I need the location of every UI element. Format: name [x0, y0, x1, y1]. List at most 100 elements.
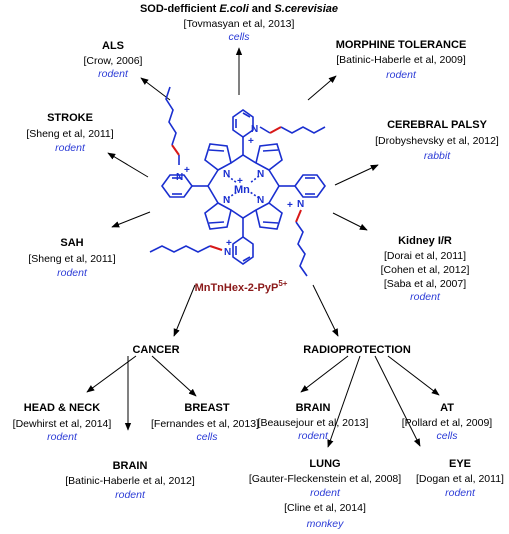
node-sah-model: rodent	[57, 267, 88, 279]
node-morphine: MORPHINE TOLERANCE [Batinic-Haberle et a…	[336, 39, 467, 81]
node-sod: SOD-defficient E.coli and S.cerevisiae […	[140, 3, 338, 43]
node-brain-cancer-ref: [Batinic-Haberle et al, 2012]	[65, 475, 195, 487]
arrow-to-kidney	[332, 212, 368, 231]
pyridinium-bottom	[232, 218, 254, 265]
atom-n-left: N	[176, 172, 183, 183]
arrow-to-breast	[151, 355, 197, 397]
node-als: ALS [Crow, 2006] rodent	[84, 40, 143, 80]
node-kidney: Kidney I/R [Dorai et al, 2011] [Cohen et…	[381, 235, 470, 303]
node-radioprotection-title: RADIOPROTECTION	[303, 344, 411, 356]
node-morphine-title: MORPHINE TOLERANCE	[336, 39, 467, 51]
node-breast-model: cells	[196, 431, 218, 443]
node-eye-title: EYE	[449, 458, 471, 470]
node-brain-cancer-title: BRAIN	[113, 460, 148, 472]
arrow-to-stroke	[107, 152, 149, 178]
node-stroke-title: STROKE	[47, 112, 93, 124]
node-brain-cancer-model: rodent	[115, 489, 146, 501]
node-kidney-ref-2: [Cohen et al, 2012]	[381, 264, 470, 276]
node-lung-model: rodent	[310, 487, 341, 499]
node-morphine-ref: [Batinic-Haberle et al, 2009]	[336, 54, 466, 66]
arrow-to-headneck	[86, 355, 137, 393]
pyridinium-top	[232, 109, 254, 155]
charge-top: +	[248, 136, 254, 147]
node-kidney-ref-3: [Saba et al, 2007]	[384, 278, 466, 290]
arrow-to-cancer	[173, 284, 196, 337]
arrow-to-morphine	[307, 75, 337, 101]
node-eye-ref: [Dogan et al, 2011]	[416, 473, 504, 485]
node-lung-model-2: monkey	[307, 518, 345, 530]
node-als-title: ALS	[102, 40, 124, 52]
charge-left: +	[184, 165, 190, 176]
node-sod-ref: [Tovmasyan et al, 2013]	[184, 18, 295, 30]
node-brain-cancer: BRAIN [Batinic-Haberle et al, 2012] rode…	[65, 460, 195, 501]
pyridinium-right	[279, 174, 326, 198]
node-breast: BREAST [Fernandes et al, 2013] cells	[151, 402, 259, 443]
node-breast-title: BREAST	[184, 402, 230, 414]
node-als-ref: [Crow, 2006]	[84, 55, 143, 67]
pyridinium-left	[161, 174, 208, 198]
node-brain-radio-ref: [Beausejour et al, 2013]	[258, 417, 369, 429]
atom-n-1: N	[223, 169, 230, 180]
node-sod-title: SOD-defficient E.coli and S.cerevisiae	[140, 3, 338, 15]
node-cerebral-title: CEREBRAL PALSY	[387, 119, 487, 131]
charge-right: +	[287, 200, 293, 211]
atom-n-4: N	[257, 195, 264, 206]
node-brain-radio-title: BRAIN	[296, 402, 331, 414]
compound-name: MnTnHex-2-PyP5+	[195, 279, 288, 294]
node-breast-ref: [Fernandes et al, 2013]	[151, 418, 259, 430]
node-stroke-model: rodent	[55, 142, 86, 154]
atom-n-top: N	[251, 124, 258, 135]
node-cerebral: CEREBRAL PALSY [Drobyshevsky et al, 2012…	[375, 119, 499, 162]
node-brain-radio: BRAIN [Beausejour et al, 2013] rodent	[258, 402, 369, 442]
node-headneck: HEAD & NECK [Dewhirst et al, 2014] roden…	[13, 402, 112, 443]
node-stroke-ref: [Sheng et al, 2011]	[26, 128, 113, 140]
node-at-model: cells	[436, 430, 458, 442]
node-cerebral-model: rabbit	[424, 150, 451, 162]
node-stroke: STROKE [Sheng et al, 2011] rodent	[26, 112, 113, 154]
node-radioprotection: RADIOPROTECTION	[303, 344, 411, 356]
atom-n-3: N	[223, 195, 230, 206]
atom-n-2: N	[257, 169, 264, 180]
node-als-model: rodent	[98, 68, 129, 80]
node-cancer-title: CANCER	[132, 344, 179, 356]
node-morphine-model: rodent	[386, 69, 417, 81]
node-at: AT [Pollard et al, 2009] cells	[402, 402, 493, 442]
node-eye: EYE [Dogan et al, 2011] rodent	[416, 458, 504, 499]
node-sah: SAH [Sheng et al, 2011] rodent	[28, 237, 115, 279]
node-lung-ref: [Gauter-Fleckenstein et al, 2008]	[249, 473, 401, 485]
atom-mn: Mn	[234, 184, 250, 196]
node-lung: LUNG [Gauter-Fleckenstein et al, 2008] r…	[249, 458, 401, 530]
node-sod-model: cells	[228, 31, 250, 43]
node-at-ref: [Pollard et al, 2009]	[402, 417, 493, 429]
atom-n-bottom: N	[224, 247, 231, 258]
arrow-to-lung	[327, 355, 361, 448]
node-lung-title: LUNG	[309, 458, 340, 470]
arrows	[86, 47, 440, 448]
node-kidney-ref-1: [Dorai et al, 2011]	[384, 250, 466, 262]
arrow-to-cerebral	[334, 164, 379, 186]
atom-mn-charge: +	[237, 176, 243, 187]
node-cerebral-ref: [Drobyshevsky et al, 2012]	[375, 135, 499, 147]
node-headneck-ref: [Dewhirst et al, 2014]	[13, 418, 112, 430]
node-at-title: AT	[440, 402, 454, 414]
node-sah-ref: [Sheng et al, 2011]	[28, 253, 115, 265]
node-kidney-title: Kidney I/R	[398, 235, 452, 247]
node-headneck-model: rodent	[47, 431, 78, 443]
arrow-to-als	[140, 77, 171, 101]
molecule-structure: N N N N Mn + N + N +	[149, 86, 326, 277]
arrow-to-eye	[374, 355, 421, 447]
node-sah-title: SAH	[60, 237, 83, 249]
node-kidney-model: rodent	[410, 291, 441, 303]
charge-bottom: +	[226, 238, 232, 249]
arrow-to-brain-radio	[300, 355, 349, 393]
node-eye-model: rodent	[445, 487, 476, 499]
node-cancer: CANCER	[132, 344, 179, 356]
node-brain-radio-model: rodent	[298, 430, 329, 442]
node-headneck-title: HEAD & NECK	[24, 402, 100, 414]
node-lung-ref-2: [Cline et al, 2014]	[284, 502, 366, 514]
arrow-to-sah	[111, 211, 151, 228]
arrow-to-radioprotection	[312, 284, 339, 337]
atom-n-right: N	[297, 199, 304, 210]
arrow-to-at	[387, 355, 440, 396]
